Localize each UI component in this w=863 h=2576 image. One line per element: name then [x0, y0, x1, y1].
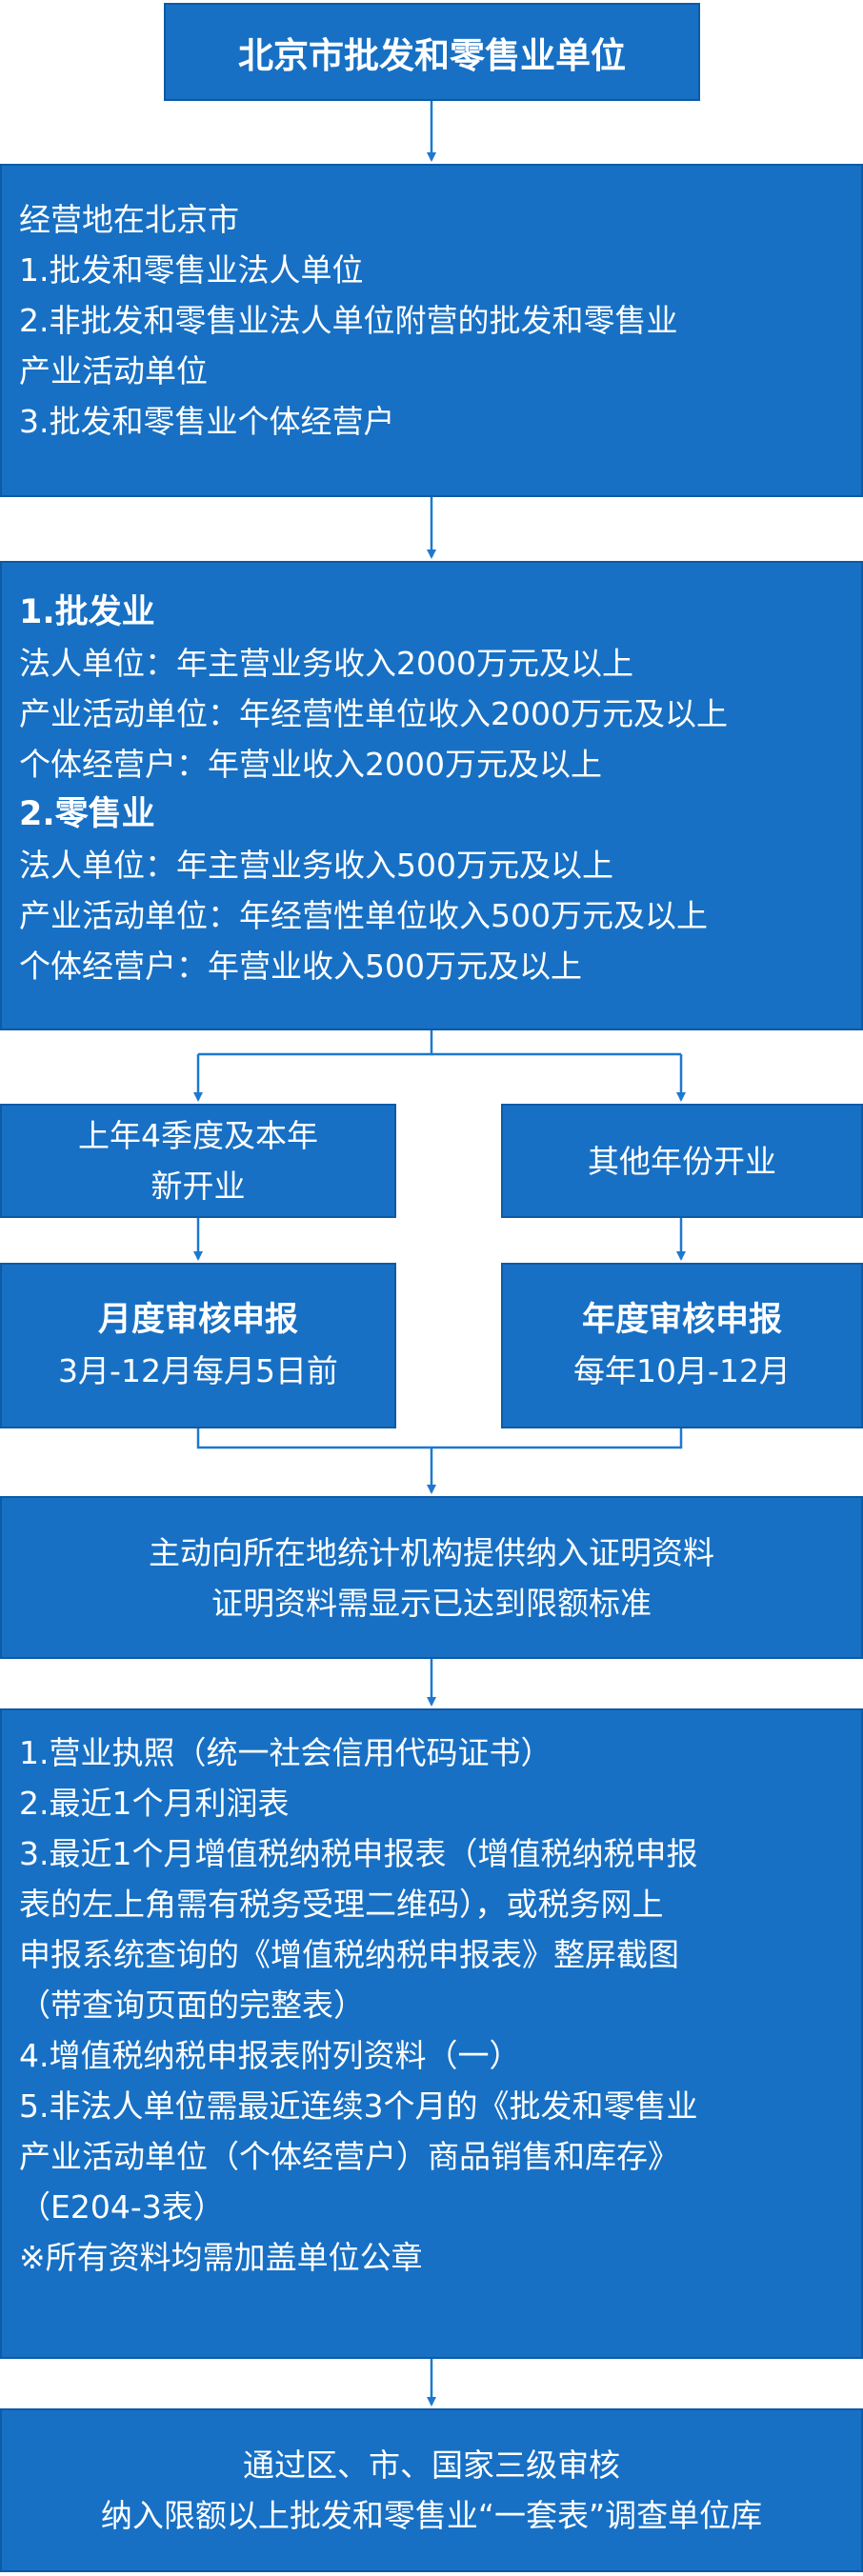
annual-review-box: 年度审核申报 每年10月-12月	[501, 1263, 863, 1428]
submit-line: 证明资料需显示已达到限额标准	[211, 1584, 652, 1622]
retail-heading: 2.零售业	[19, 795, 155, 833]
retail-threshold: 产业活动单位：年经营性单位收入500万元及以上	[19, 897, 708, 934]
material-line: 产业活动单位（个体经营户）商品销售和库存》	[19, 2138, 679, 2175]
scope-line: 经营地在北京市	[19, 201, 239, 238]
annual-review-title: 年度审核申报	[581, 1301, 782, 1339]
wholesale-threshold: 产业活动单位：年经营性单位收入2000万元及以上	[19, 695, 728, 732]
materials-box: 1.营业执照（统一社会信用代码证书） 2.最近1个月利润表 3.最近1个月增值税…	[0, 1708, 863, 2359]
split-connector	[198, 1030, 433, 1056]
scope-line: 3.批发和零售业个体经营户	[19, 403, 395, 440]
top-title: 北京市批发和零售业单位	[238, 34, 626, 76]
top-title-box: 北京市批发和零售业单位	[164, 3, 700, 101]
scope-line: 产业活动单位	[19, 352, 208, 389]
right-condition-box: 其他年份开业	[501, 1104, 863, 1218]
final-box: 通过区、市、国家三级审核 纳入限额以上批发和零售业“一套表”调查单位库	[0, 2408, 863, 2572]
scope-line: 1.批发和零售业法人单位	[19, 251, 364, 289]
left-condition-box: 上年4季度及本年 新开业	[0, 1104, 396, 1218]
left-condition-line: 新开业	[151, 1168, 246, 1205]
final-line: 纳入限额以上批发和零售业“一套表”调查单位库	[100, 2497, 763, 2534]
annual-review-time: 每年10月-12月	[573, 1352, 791, 1389]
material-line: 2.最近1个月利润表	[19, 1785, 290, 1822]
retail-threshold: 法人单位：年主营业务收入500万元及以上	[19, 847, 613, 884]
thresholds-box: 1.批发业 法人单位：年主营业务收入2000万元及以上 产业活动单位：年经营性单…	[0, 561, 863, 1030]
material-line: 4.增值税纳税申报表附列资料（一）	[19, 2037, 521, 2074]
submit-line: 主动向所在地统计机构提供纳入证明资料	[149, 1533, 714, 1571]
retail-threshold: 个体经营户：年营业收入500万元及以上	[19, 948, 582, 985]
wholesale-threshold: 个体经营户：年营业收入2000万元及以上	[19, 746, 602, 783]
monthly-review-box: 月度审核申报 3月-12月每月5日前	[0, 1263, 396, 1428]
right-condition: 其他年份开业	[588, 1142, 776, 1180]
material-line: （E204-3表）	[19, 2188, 225, 2226]
material-line: 表的左上角需有税务受理二维码），或税务网上	[19, 1886, 664, 1923]
material-line: （带查询页面的完整表）	[19, 1987, 365, 2024]
material-line: 3.最近1个月增值税纳税申报表（增值税纳税申报	[19, 1835, 698, 1872]
monthly-review-title: 月度审核申报	[97, 1301, 298, 1339]
scope-line: 2.非批发和零售业法人单位附营的批发和零售业	[19, 302, 678, 339]
left-condition-line: 上年4季度及本年	[78, 1117, 318, 1154]
material-line: 5.非法人单位需最近连续3个月的《批发和零售业	[19, 2087, 698, 2125]
material-note: ※所有资料均需加盖单位公章	[19, 2239, 423, 2276]
monthly-review-time: 3月-12月每月5日前	[58, 1352, 338, 1389]
submit-proof-box: 主动向所在地统计机构提供纳入证明资料 证明资料需显示已达到限额标准	[0, 1496, 863, 1659]
wholesale-heading: 1.批发业	[19, 593, 155, 631]
wholesale-threshold: 法人单位：年主营业务收入2000万元及以上	[19, 645, 633, 682]
scope-box: 经营地在北京市 1.批发和零售业法人单位 2.非批发和零售业法人单位附营的批发和…	[0, 164, 863, 497]
merge-connector	[196, 1428, 683, 1449]
final-line: 通过区、市、国家三级审核	[243, 2446, 620, 2484]
material-line: 1.营业执照（统一社会信用代码证书）	[19, 1734, 552, 1771]
material-line: 申报系统查询的《增值税纳税申报表》整屏截图	[19, 1936, 679, 1973]
